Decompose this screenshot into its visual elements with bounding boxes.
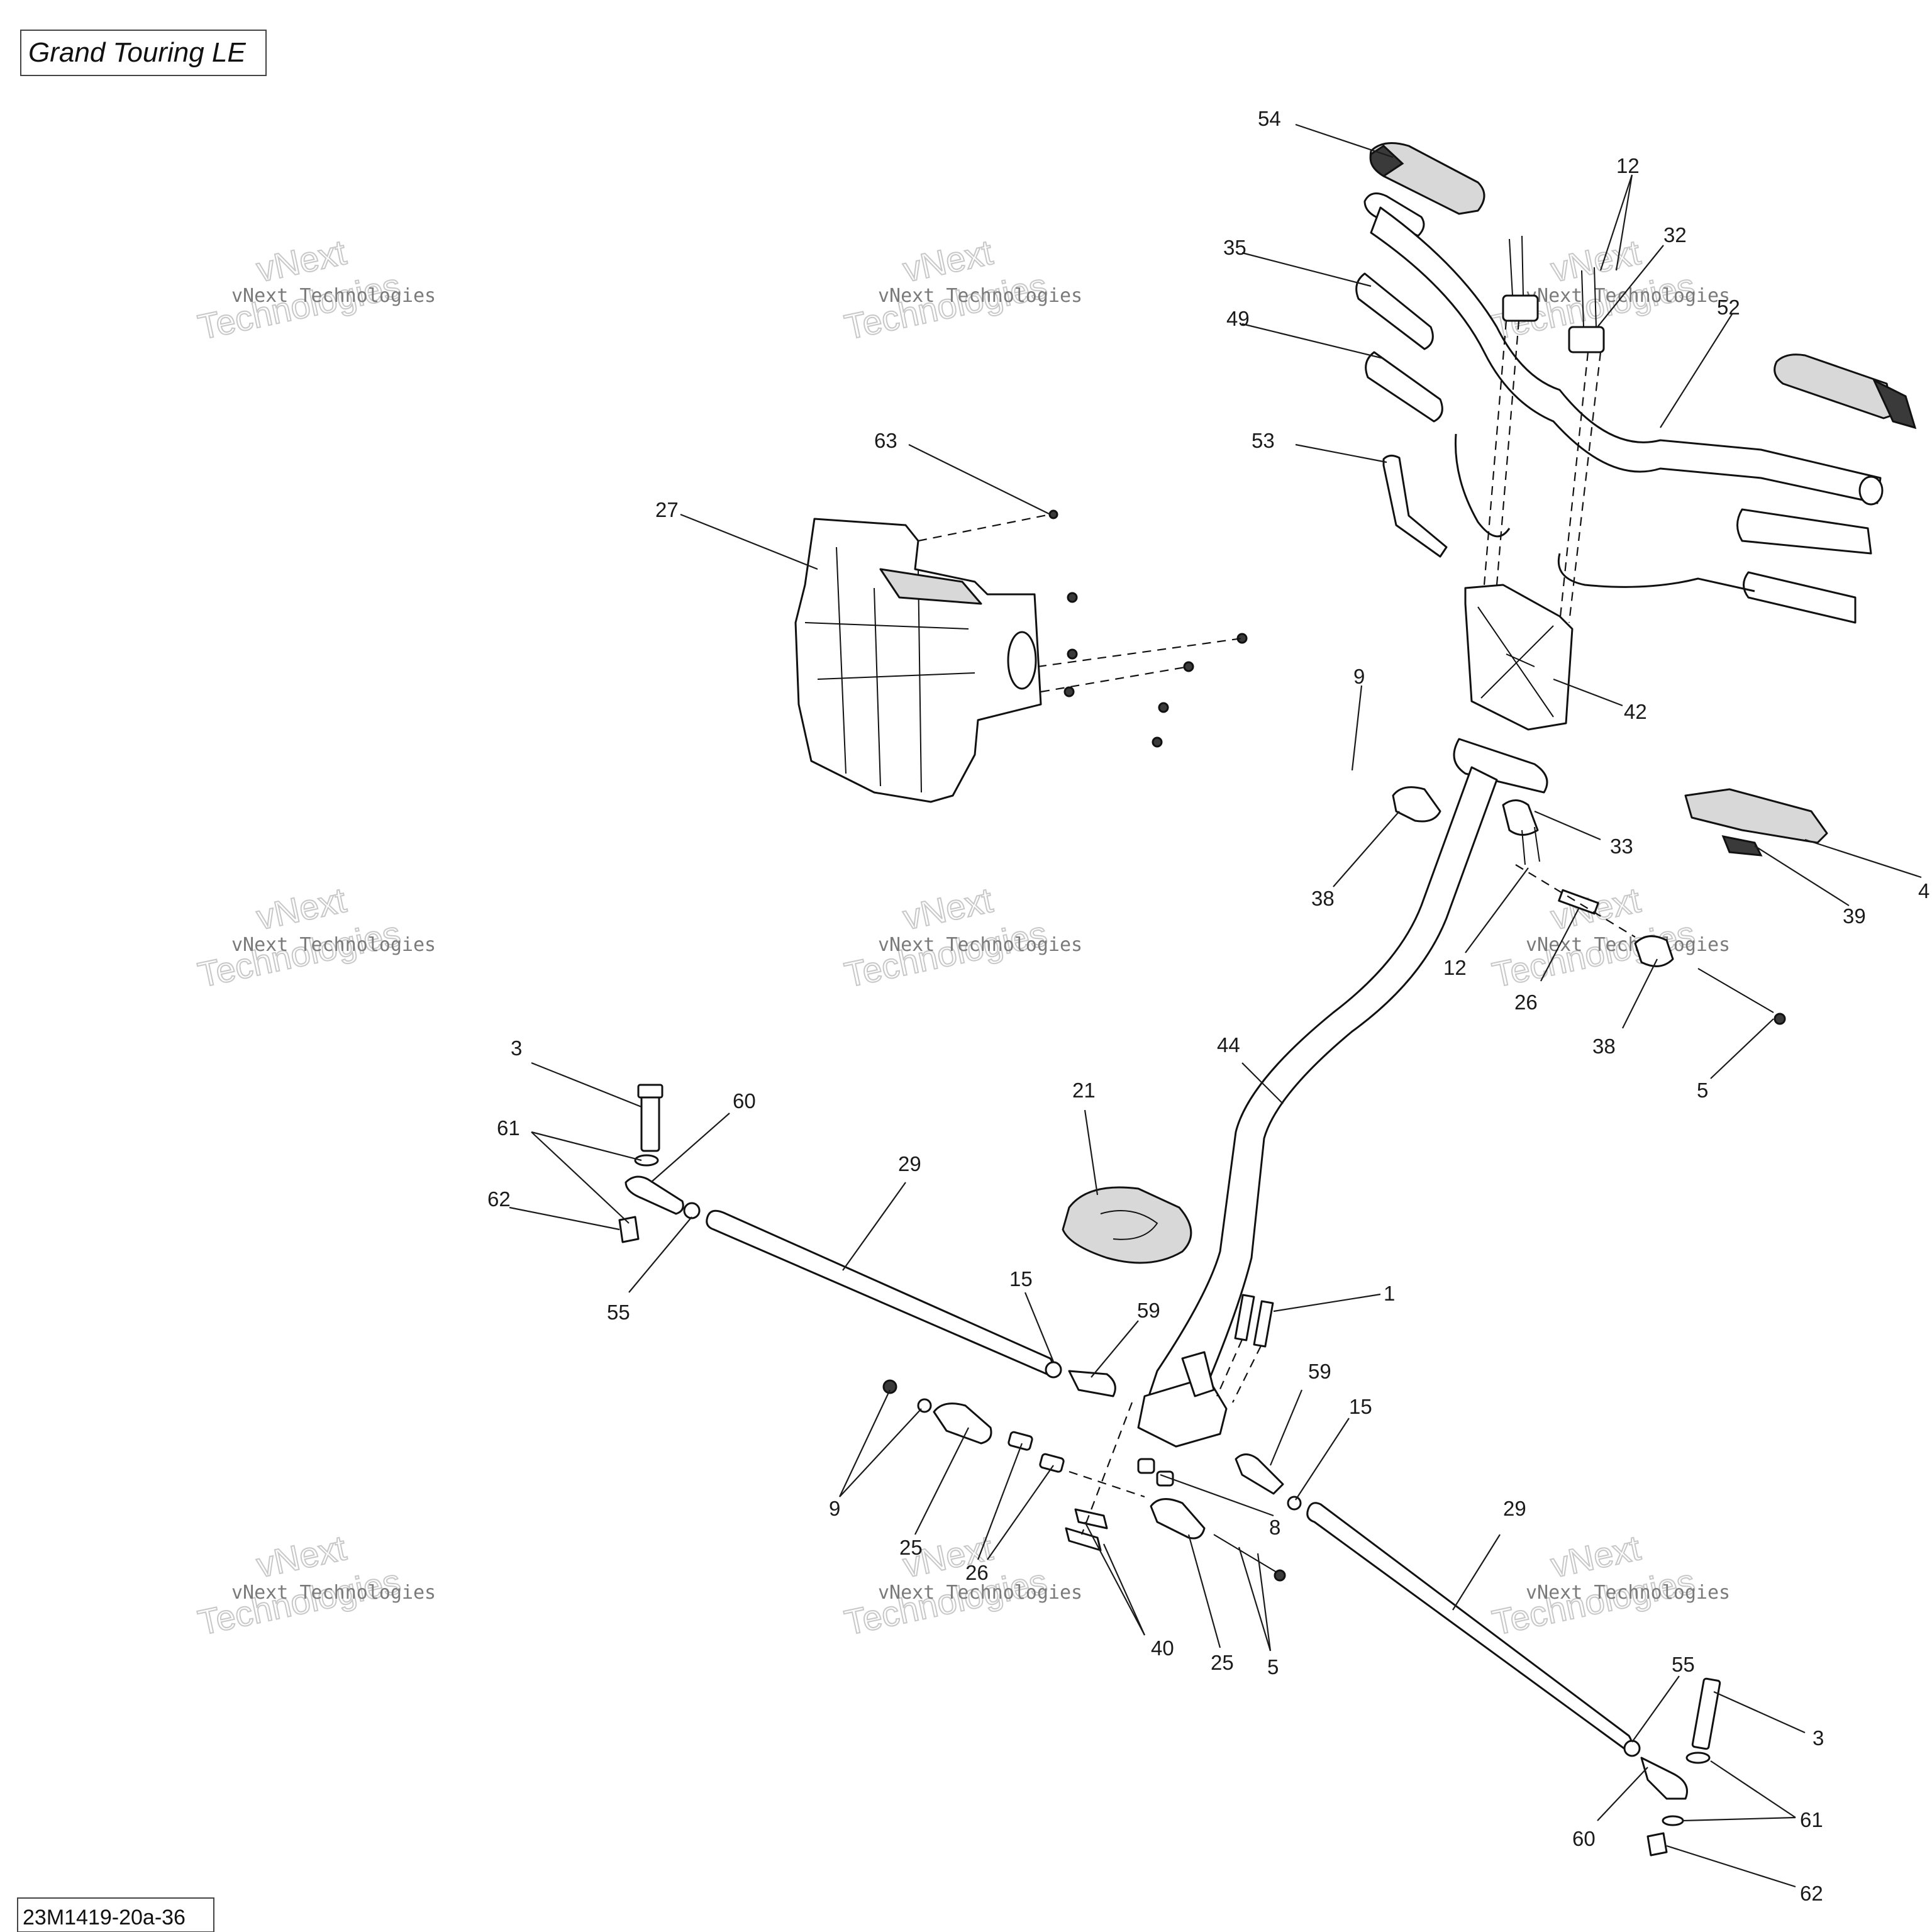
callout-32: 32 <box>1663 223 1687 247</box>
watermark-7-small: vNext Technologies <box>231 1582 436 1604</box>
callout-29-left: 29 <box>898 1152 921 1175</box>
callout-62-right: 62 <box>1800 1882 1823 1905</box>
callout-5-upper: 5 <box>1697 1079 1708 1102</box>
part-grip-right <box>1736 353 1917 624</box>
callout-5-lower: 5 <box>1267 1655 1279 1679</box>
callout-21: 21 <box>1072 1079 1096 1102</box>
callout-15-right: 15 <box>1349 1395 1372 1418</box>
part-bolts-1 <box>1216 1294 1274 1403</box>
callout-60-right: 60 <box>1572 1827 1596 1850</box>
watermark-4: Technologies vNext <box>194 879 404 996</box>
callout-8: 8 <box>1269 1516 1280 1539</box>
part-column-top <box>1392 738 1548 865</box>
watermark-5-small: vNext Technologies <box>878 934 1082 956</box>
part-grip-left <box>1363 142 1485 237</box>
callout-25-right: 25 <box>1211 1651 1234 1674</box>
part-handlebar <box>1370 206 1884 506</box>
callout-29-right: 29 <box>1503 1497 1526 1520</box>
callout-60-left: 60 <box>733 1089 756 1113</box>
leader-lines <box>509 123 1922 1888</box>
callout-3-left: 3 <box>511 1036 522 1060</box>
callout-59-left: 59 <box>1137 1299 1160 1322</box>
part-steering-column <box>1137 766 1498 1448</box>
model-title-box: Grand Touring LE <box>20 30 267 76</box>
callout-59-right: 59 <box>1308 1360 1331 1383</box>
callout-61-left: 61 <box>497 1116 520 1140</box>
part-right-linkage <box>1515 864 1786 1025</box>
watermark-7: Technologies vNext <box>194 1527 404 1643</box>
callout-62-left: 62 <box>487 1187 511 1211</box>
callout-12: 12 <box>1616 154 1640 177</box>
callout-54: 54 <box>1258 107 1281 130</box>
watermark-9-small: vNext Technologies <box>1526 1582 1730 1604</box>
callout-15-left: 15 <box>1009 1267 1033 1291</box>
part-riser-block <box>1464 584 1574 731</box>
callout-63: 63 <box>874 429 897 452</box>
callout-52: 52 <box>1717 296 1740 319</box>
callout-38-lower: 38 <box>1592 1035 1616 1058</box>
watermark-8-small: vNext Technologies <box>878 1582 1082 1604</box>
watermark-8: Technologies vNext <box>840 1527 1051 1643</box>
callout-26-upper: 26 <box>1514 991 1538 1014</box>
callout-44: 44 <box>1217 1033 1240 1057</box>
callout-25-left: 25 <box>899 1536 923 1559</box>
callout-39: 39 <box>1843 904 1866 928</box>
drawing-code: 23M1419-20a-36 <box>23 1906 186 1929</box>
drawing-code-box: 23M1419-20a-36 <box>17 1897 214 1932</box>
callout-33: 33 <box>1610 835 1633 858</box>
callout-4: 4 <box>1918 879 1929 902</box>
part-riser-clamps <box>1483 235 1605 623</box>
watermark-2-small: vNext Technologies <box>878 285 1082 307</box>
callout-42: 42 <box>1624 700 1647 723</box>
part-right-tie-rod <box>1235 1453 1721 1857</box>
callout-35: 35 <box>1223 236 1246 259</box>
callout-55-right: 55 <box>1672 1653 1695 1676</box>
callout-49: 49 <box>1226 307 1250 330</box>
callout-9-upper: 9 <box>1353 665 1365 688</box>
model-title: Grand Touring LE <box>28 37 246 68</box>
callout-61-right: 61 <box>1800 1808 1823 1831</box>
part-pod-screws <box>918 509 1248 748</box>
callout-labels: 54 12 32 35 52 49 53 63 27 9 42 33 38 12… <box>487 107 1929 1905</box>
callout-12-lower: 12 <box>1443 956 1467 979</box>
callout-53: 53 <box>1252 429 1275 452</box>
callout-55-left: 55 <box>607 1301 630 1324</box>
callout-40: 40 <box>1151 1636 1174 1660</box>
part-lower-linkage <box>882 1379 1286 1582</box>
watermark-5: Technologies vNext <box>840 879 1051 996</box>
callout-9-lower: 9 <box>829 1497 840 1520</box>
watermark-9: Technologies vNext <box>1488 1527 1699 1643</box>
callout-1: 1 <box>1384 1282 1395 1305</box>
part-cover-21 <box>1062 1186 1192 1264</box>
part-instrument-pod <box>794 518 1042 803</box>
part-grip-covers <box>1355 272 1755 592</box>
part-left-tie-rod <box>618 1084 1116 1397</box>
watermark-1-small: vNext Technologies <box>231 285 436 307</box>
part-bracket-4 <box>1684 788 1828 857</box>
watermark-4-small: vNext Technologies <box>231 934 436 956</box>
callout-26-lower: 26 <box>965 1561 989 1584</box>
callout-3-right: 3 <box>1813 1726 1824 1750</box>
callout-38-upper: 38 <box>1311 887 1335 910</box>
callout-27: 27 <box>655 498 679 521</box>
parts <box>618 142 1917 1857</box>
